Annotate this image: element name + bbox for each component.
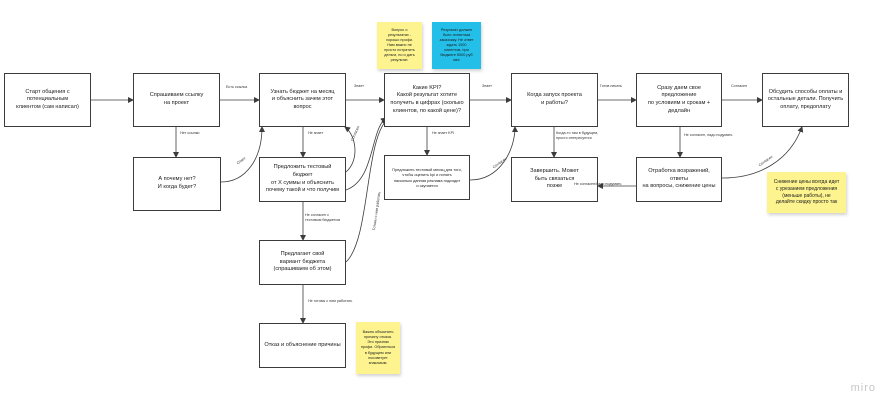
sticky-refusal-note[interactable]: Важно объяснить причину отказа. Это приз… [356,322,400,374]
label-disagree-think: Не согласен/надо подумать [574,182,622,186]
miro-logo: miro [850,382,876,394]
sticky-discount-note[interactable]: Снижение цены всегда идет с урезанием пр… [767,172,846,213]
label-has-link: Есть ссылка [226,85,248,89]
node-offer[interactable]: Сразу даем свое предложение по условиям … [636,73,722,127]
label-doesnt-know: Не знает [308,131,324,135]
label-not-agree-test: Не согласен с тестовым бюджетом [305,213,340,222]
node-test-month[interactable]: Предложить тестовый месяц для того, чтоб… [384,155,470,200]
edge-test-to-budget [344,126,356,173]
label-not-ready: Не готовы с ним работать [308,299,353,303]
node-budget[interactable]: Узнать бюджет на месяц и объяснить зачем… [259,73,346,127]
node-launch[interactable]: Когда запуск проекта и работы? [511,73,598,127]
edge-testmonth-to-launch [469,126,518,181]
node-suggest-budget[interactable]: Предлагает свой вариант бюджета (спрашив… [259,240,346,285]
node-test-budget[interactable]: Предложить тестовый бюджет от Х суммы и … [259,157,346,202]
label-knows-kpi: Знает [482,84,492,88]
node-finish[interactable]: Завершить. Может быть связаться позже [511,157,598,202]
node-payment[interactable]: Обсудить способы оплаты и остальные дета… [762,73,849,127]
label-ready-start: Готов начать [600,84,622,88]
edge-whynot-to-budget [220,126,265,183]
edge-objections-to-payment [721,126,804,179]
node-ask-link[interactable]: Спрашиваем ссылку на проект [133,73,220,127]
node-objections[interactable]: Отработка возражений, ответы на вопросы,… [636,157,722,202]
label-no-link: Нет ссылки [180,131,200,135]
edge-suggest-to-kpi [345,119,388,263]
edge-test-to-kpi [345,117,387,191]
node-why-not[interactable]: А почему нет? И когда будет? [133,157,221,211]
node-refusal[interactable]: Отказ и объяснение причины [259,323,346,368]
sticky-kpi-note[interactable]: Результат должен быть понятным заказчику… [432,22,481,69]
label-agrees-offer: Согласен [731,84,748,88]
label-disagree-offer: Не согласен, надо подумать [684,133,733,137]
sticky-result-note[interactable]: Вопрос о результатах - хорошо профи. Нам… [377,22,422,69]
node-kpi[interactable]: Какие KPI? Какой результат хотите получи… [384,73,470,127]
label-doesnt-know-kpi: Не знает KPI [432,131,455,135]
label-knows: Знает [354,84,364,88]
label-not-now: Когда-то там в будущем, просто интересуе… [556,131,599,140]
node-start[interactable]: Старт общения с потенциальным клиентом (… [4,73,91,127]
